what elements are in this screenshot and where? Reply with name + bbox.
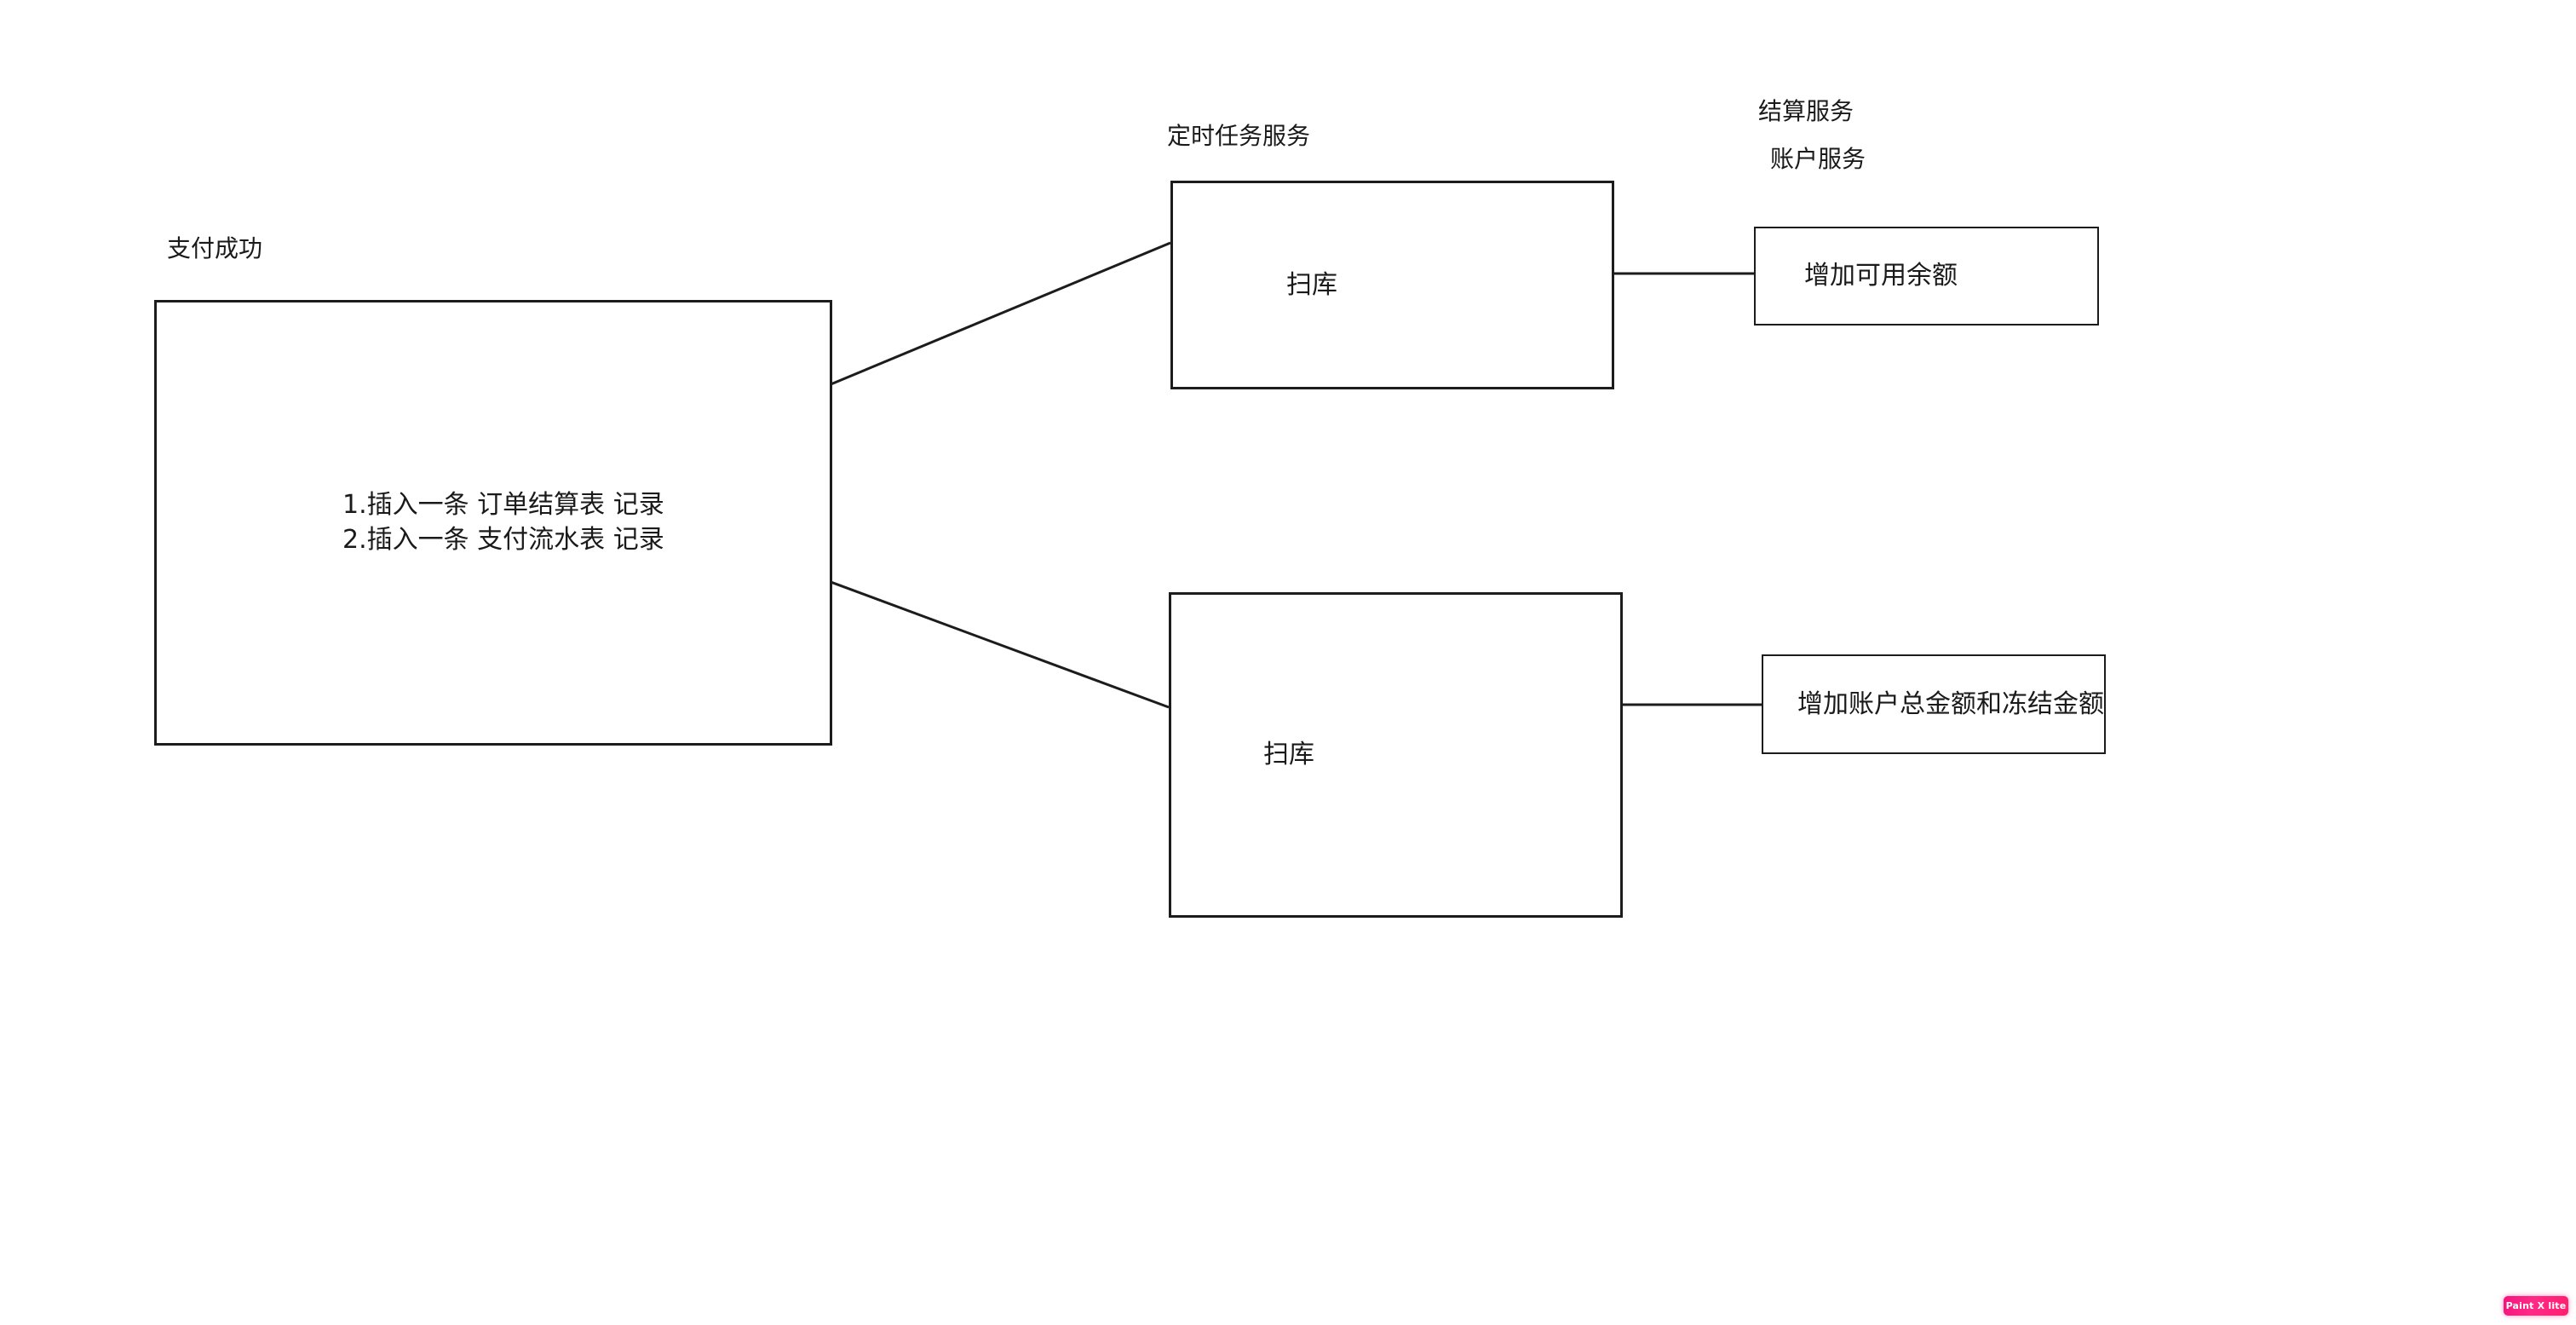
group-label-payment-success: 支付成功 — [167, 234, 263, 262]
watermark-badge: Paint X lite — [2504, 1296, 2568, 1316]
node-add-total-and-frozen-amount[interactable]: 增加账户总金额和冻结金额 — [1762, 654, 2106, 754]
node-scan-settlement-label: 扫库 — [1286, 269, 1337, 300]
node-add-total-and-frozen-amount-label: 增加账户总金额和冻结金额 — [1797, 688, 2104, 719]
node-add-available-balance-label: 增加可用余额 — [1804, 261, 1958, 291]
group-label-scheduled-task-service: 定时任务服务 — [1167, 122, 1311, 150]
node-scan-account[interactable]: 扫库 — [1169, 592, 1623, 918]
watermark-text: Paint X lite — [2505, 1300, 2567, 1311]
node-scan-settlement[interactable]: 扫库 — [1170, 181, 1614, 389]
node-payment-success-label: 1.插入一条 订单结算表 记录 2.插入一条 支付流水表 记录 — [342, 489, 664, 555]
group-label-account-service: 账户服务 — [1770, 145, 1866, 173]
node-scan-account-label: 扫库 — [1263, 740, 1314, 770]
node-add-available-balance[interactable]: 增加可用余额 — [1754, 227, 2099, 325]
group-label-settlement-service: 结算服务 — [1758, 97, 1854, 125]
node-payment-success[interactable]: 1.插入一条 订单结算表 记录 2.插入一条 支付流水表 记录 — [154, 300, 832, 746]
